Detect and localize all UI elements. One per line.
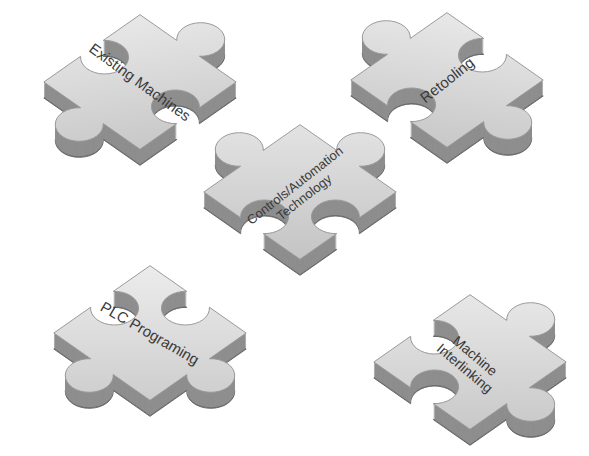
piece-side xyxy=(30,267,270,433)
piece-top xyxy=(180,92,420,259)
puzzle-piece: PLC Programing xyxy=(30,233,270,433)
piece-side xyxy=(374,275,589,451)
puzzle-piece: Controls/Automation Technology xyxy=(180,92,420,292)
piece-top xyxy=(30,266,270,433)
piece-top xyxy=(374,274,589,450)
piece-side xyxy=(180,92,420,260)
puzzle-piece: Machine Interlinking xyxy=(350,262,589,456)
